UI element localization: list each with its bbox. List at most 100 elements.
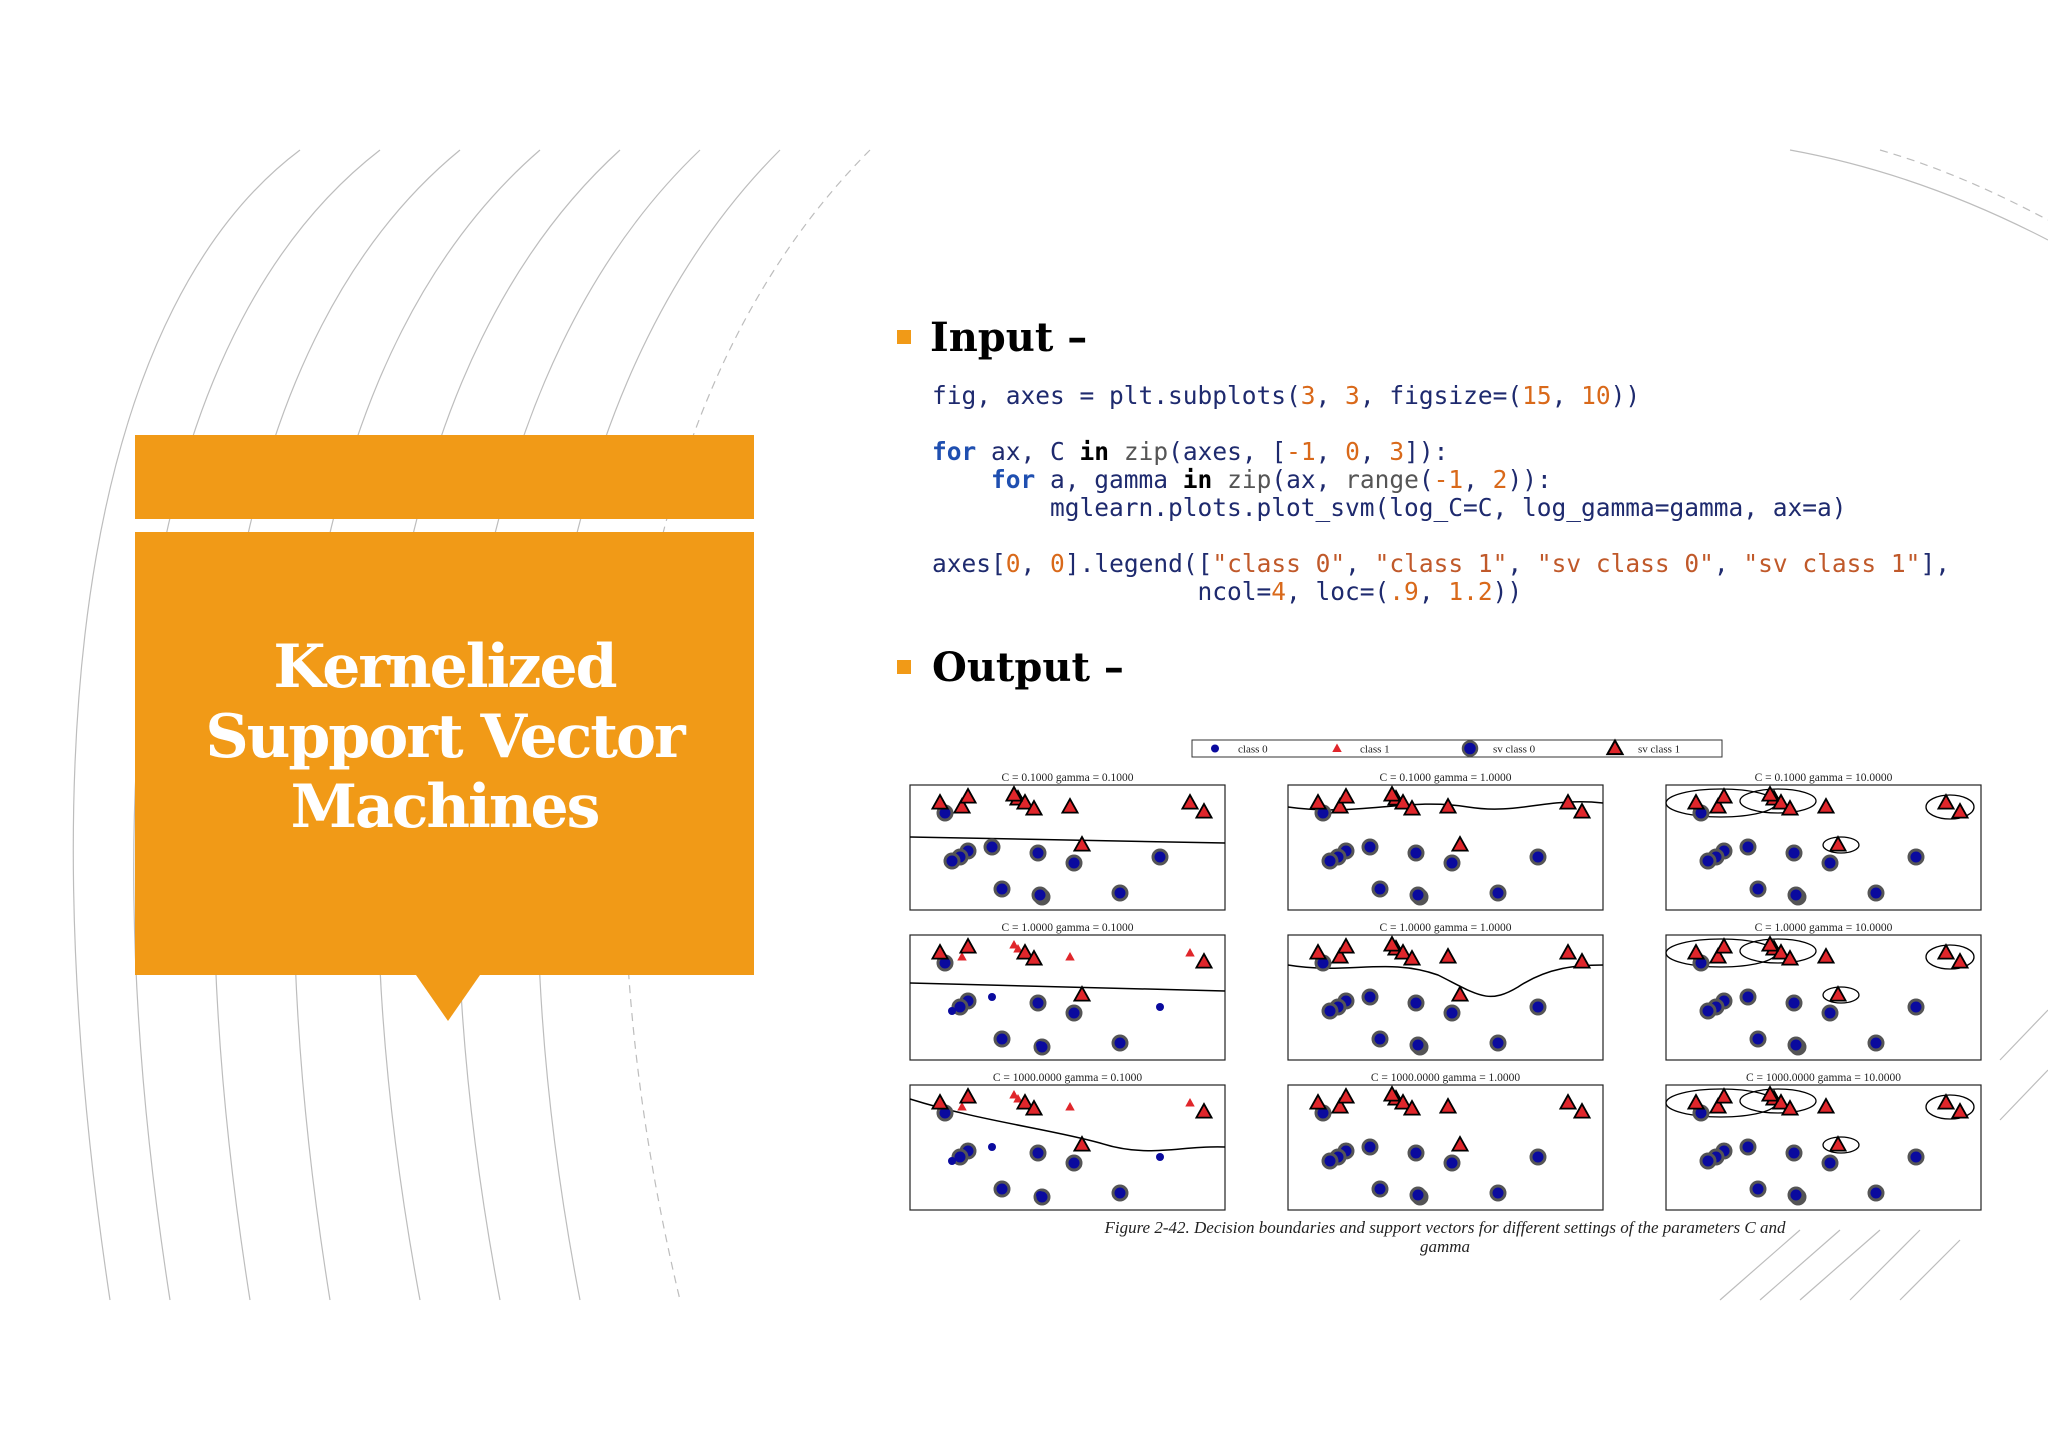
class0-point: [988, 1143, 996, 1151]
class1-point: [1382, 785, 1402, 802]
class1-point: [1558, 793, 1578, 810]
class0-point: [1321, 1002, 1339, 1020]
class0-point: [951, 1148, 969, 1166]
class1-point: [1558, 1093, 1578, 1110]
class0-point: [1036, 1191, 1044, 1199]
svm-panel: C = 0.1000 gamma = 1.0000: [1287, 772, 1604, 911]
class0-point: [1785, 844, 1803, 862]
class1-point: [1450, 835, 1470, 852]
legend-label: sv class 0: [1493, 744, 1536, 756]
title-accent-bar: [135, 435, 754, 519]
class0-point: [1907, 998, 1925, 1016]
class1-point: [958, 1087, 978, 1104]
class1-point: [1572, 1102, 1592, 1119]
class0-point: [1443, 1004, 1461, 1022]
class1-point: [1402, 1099, 1422, 1116]
class0-point: [1111, 884, 1129, 902]
class0-point: [1699, 852, 1717, 870]
class0-point: [1361, 1138, 1379, 1156]
class1-point: [1760, 935, 1780, 952]
panel-title: C = 1000.0000 gamma = 0.1000: [993, 1072, 1143, 1084]
decision-boundary: [1739, 1088, 1817, 1114]
code-line: for ax, C in zip(axes, [-1, 0, 3]):: [932, 437, 1449, 466]
class1-point: [1308, 943, 1328, 960]
class0-point: [1749, 1030, 1767, 1048]
class1-point: [1308, 793, 1328, 810]
class1-point: [1771, 793, 1791, 810]
class0-point: [1029, 994, 1047, 1012]
legend-box: [1191, 739, 1723, 758]
legend-label: class 0: [1238, 744, 1268, 756]
class1-point: [957, 952, 967, 961]
class0-point: [1321, 852, 1339, 870]
class1-point: [1308, 1093, 1328, 1110]
figure-legend: class 0 class 1 sv class 0 sv class 1: [1191, 738, 1723, 758]
class1-point: [1708, 797, 1728, 814]
class1-point: [1936, 1093, 1956, 1110]
class1-point: [1438, 1097, 1458, 1114]
class1-point: [930, 943, 950, 960]
class0-point: [1407, 1144, 1425, 1162]
class1-point: [952, 797, 972, 814]
class1-point: [1393, 943, 1413, 960]
input-heading: Input –: [930, 314, 1088, 361]
class1-point: [1780, 949, 1800, 966]
code-line: mglearn.plots.plot_svm(log_C=C, log_gamm…: [932, 493, 1847, 522]
svm-panel: C = 1.0000 gamma = 10.0000: [1665, 922, 1982, 1061]
class0-point: [1821, 1154, 1839, 1172]
class0-point: [1787, 1036, 1805, 1054]
class0-point: [993, 1180, 1011, 1198]
class1-point: [1065, 952, 1075, 961]
class1-point: [1828, 985, 1848, 1002]
class1-point: [1336, 787, 1356, 804]
svm-panel: C = 1000.0000 gamma = 10.0000: [1665, 1072, 1982, 1211]
title-callout-box: [135, 532, 754, 975]
class1-point: [930, 1093, 950, 1110]
class1-point: [1185, 1098, 1195, 1107]
class0-point: [1361, 988, 1379, 1006]
class0-point: [1029, 844, 1047, 862]
class0-point: [1867, 1034, 1885, 1052]
class0-marker-icon: [1211, 744, 1219, 753]
class0-point: [1321, 1152, 1339, 1170]
decision-boundary: [1822, 1136, 1860, 1154]
class1-marker-icon: [1332, 743, 1342, 752]
panel-title: C = 1.0000 gamma = 1.0000: [1379, 922, 1511, 934]
class1-point: [1780, 799, 1800, 816]
class0-point: [1036, 1041, 1044, 1049]
class0-point: [1867, 884, 1885, 902]
legend-label: class 1: [1360, 744, 1390, 756]
svm-panel: C = 0.1000 gamma = 10.0000: [1665, 772, 1982, 911]
class1-point: [1194, 1102, 1214, 1119]
title-callout-pointer: [416, 975, 480, 1021]
class1-point: [1816, 947, 1836, 964]
slide-title-line: Kernelized: [273, 632, 617, 702]
class0-point: [1699, 1152, 1717, 1170]
class1-point: [1708, 947, 1728, 964]
class0-point: [1065, 1004, 1083, 1022]
class0-point: [1065, 1154, 1083, 1172]
class1-point: [1828, 1135, 1848, 1152]
class1-point: [1393, 793, 1413, 810]
class0-point: [1529, 998, 1547, 1016]
class1-point: [1382, 1085, 1402, 1102]
class0-point: [1489, 884, 1507, 902]
class1-point: [1336, 1087, 1356, 1104]
class1-point: [1393, 1093, 1413, 1110]
code-line: for a, gamma in zip(ax, range(-1, 2)):: [991, 465, 1552, 494]
svm-panel: C = 0.1000 gamma = 0.1000: [909, 772, 1226, 911]
class1-point: [1194, 952, 1214, 969]
legend-label: sv class 1: [1638, 744, 1680, 756]
class1-point: [1015, 793, 1035, 810]
class1-point: [1024, 799, 1044, 816]
class0-point: [1409, 886, 1427, 904]
class0-point: [1361, 838, 1379, 856]
class0-point: [983, 838, 1001, 856]
class1-point: [1330, 797, 1350, 814]
class0-point: [1699, 1002, 1717, 1020]
class0-point: [1749, 880, 1767, 898]
class0-point: [1065, 854, 1083, 872]
class0-point: [993, 880, 1011, 898]
class1-point: [1771, 943, 1791, 960]
class1-point: [1816, 1097, 1836, 1114]
